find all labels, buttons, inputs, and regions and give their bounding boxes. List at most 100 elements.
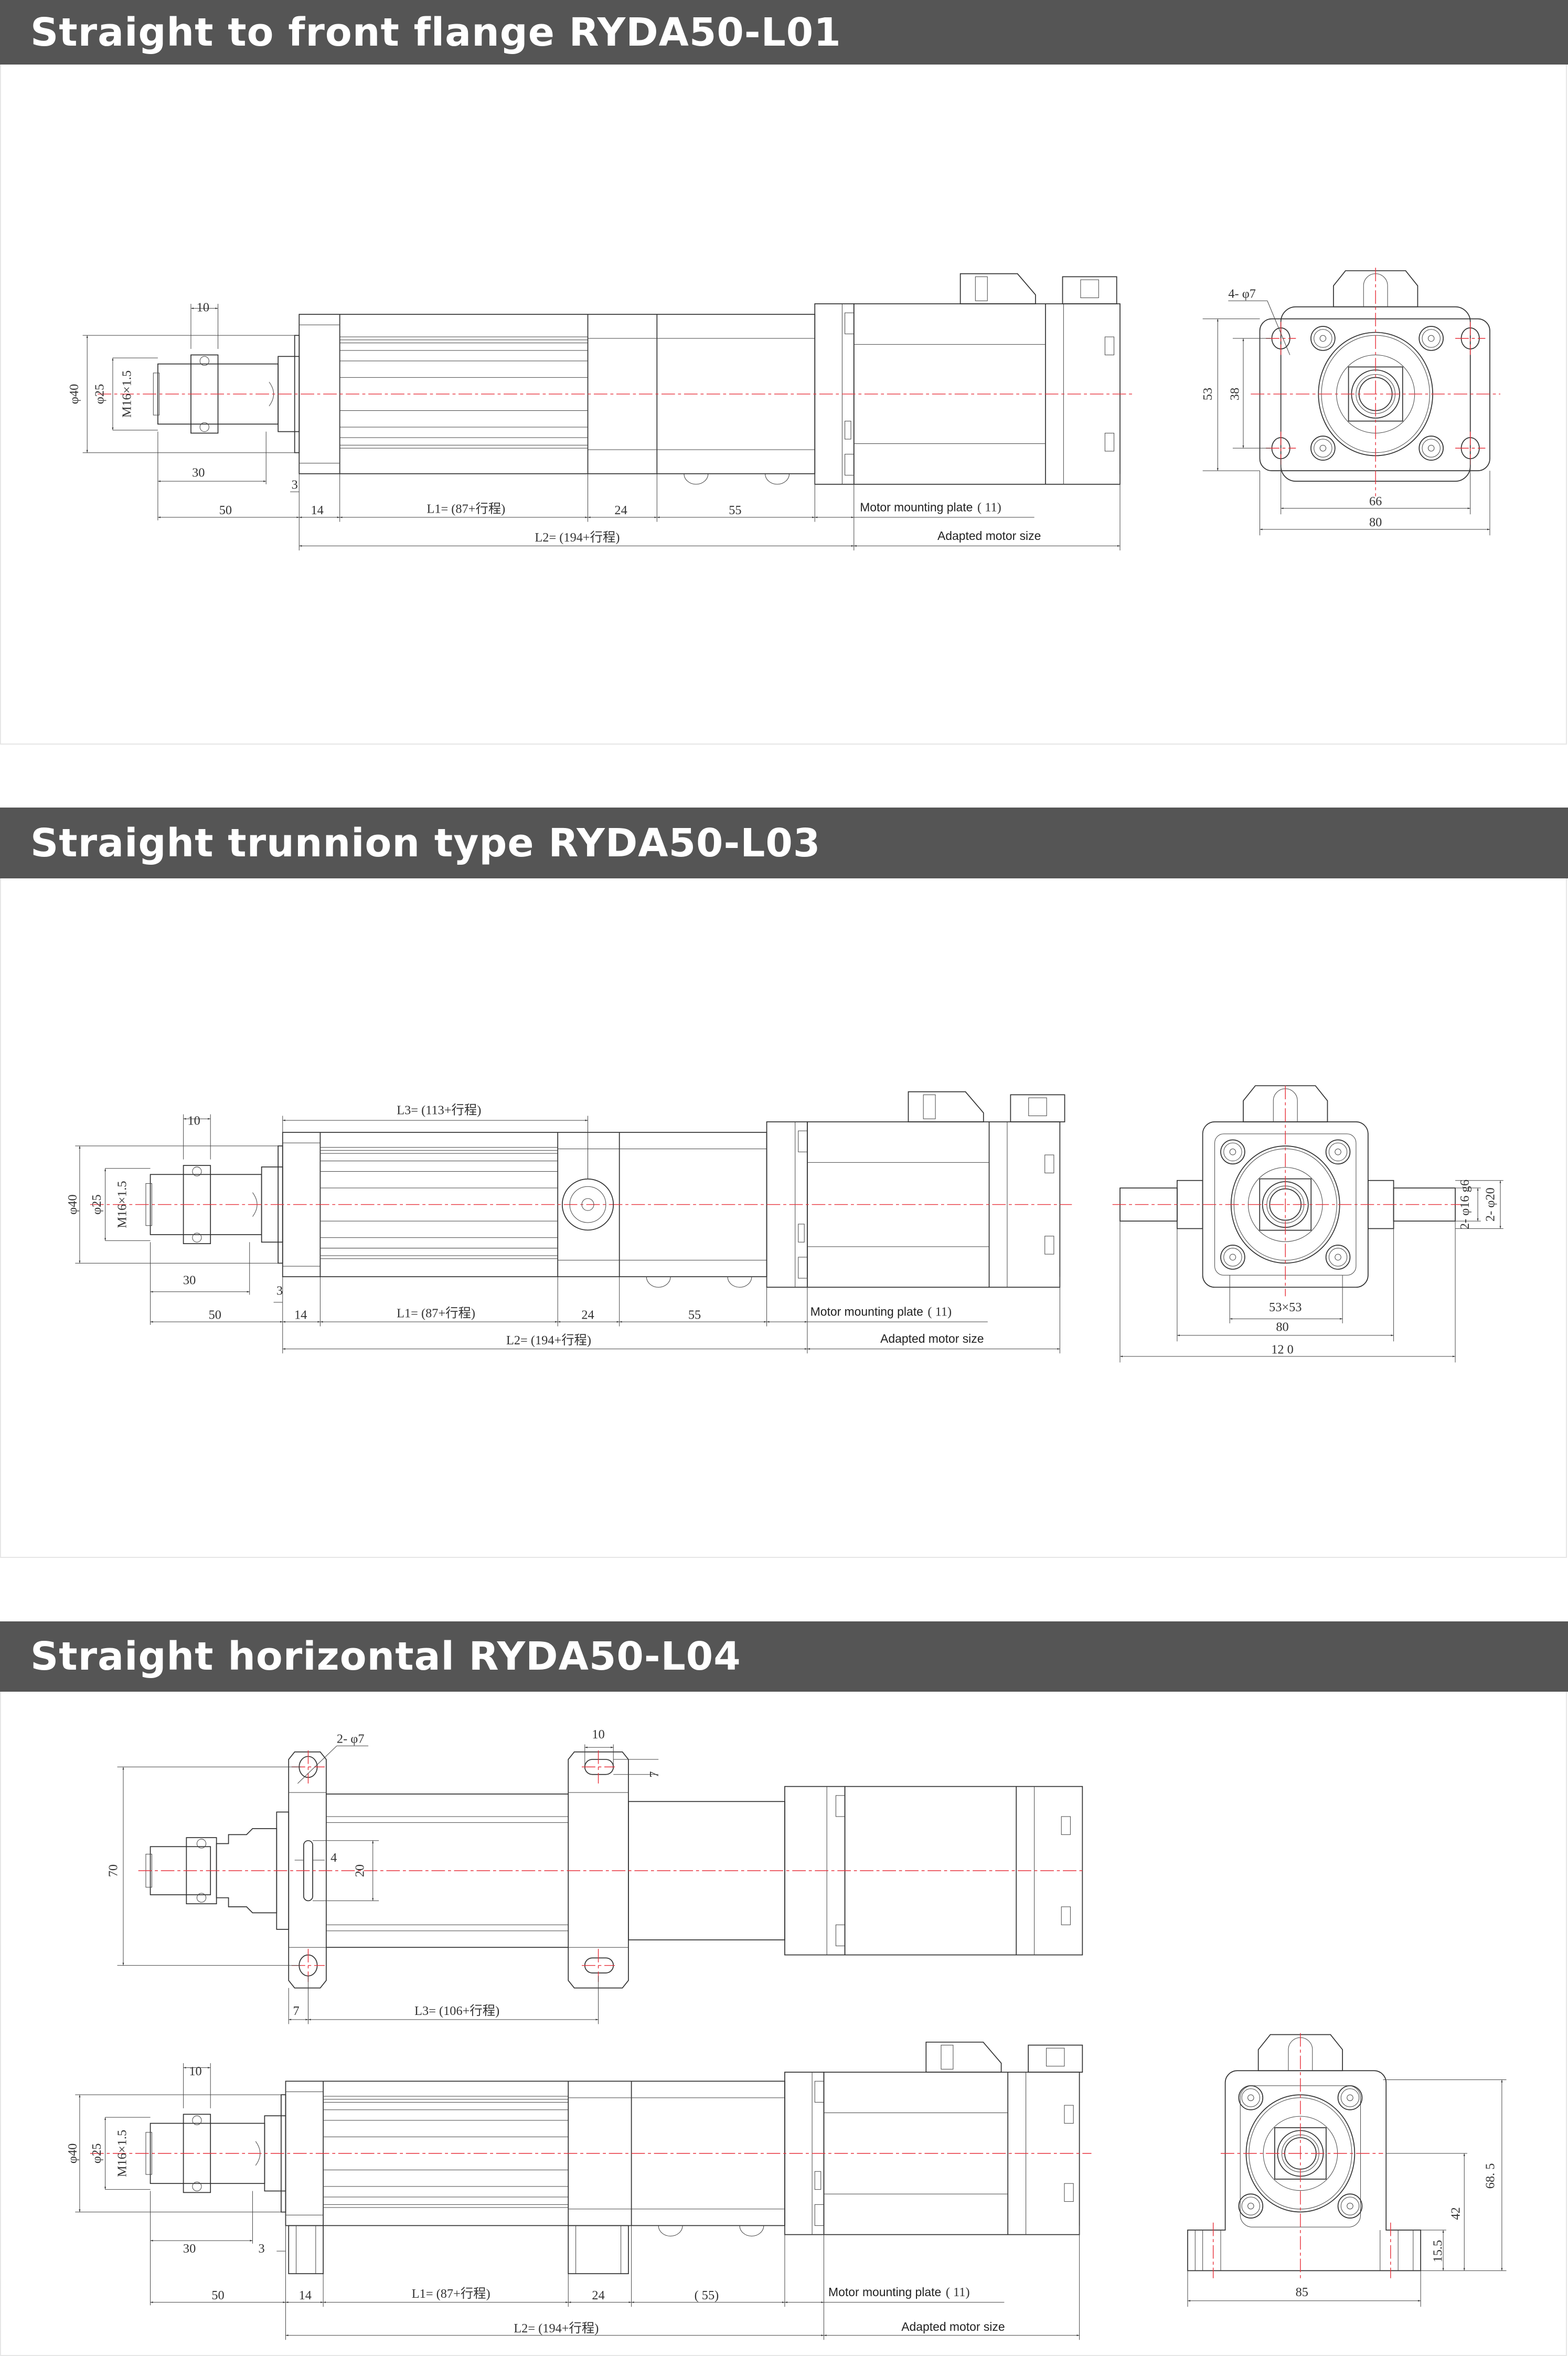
- dim-55: ( 55): [695, 2288, 719, 2302]
- dim-14: 14: [311, 503, 324, 517]
- dim-phi40: φ40: [67, 384, 81, 404]
- dim-10: 10: [188, 1114, 200, 1128]
- screw-recess: [1328, 1142, 1348, 1161]
- dim-thread: M16×1.5: [120, 370, 134, 418]
- dim-15-5: 15.5: [1431, 2240, 1445, 2263]
- screw-head: [1220, 1139, 1245, 1165]
- section-title: Straight horizontal RYDA50-L04: [30, 1634, 741, 1679]
- screw-center: [1427, 335, 1435, 342]
- screw-center: [1319, 444, 1327, 452]
- dim-phi25: φ25: [90, 2143, 104, 2163]
- dim-l2: L2= (194+行程): [506, 1333, 591, 1347]
- dim-42: 42: [1449, 2207, 1463, 2220]
- section-header-l04: Straight horizontal RYDA50-L04: [0, 1621, 1568, 1692]
- connector-latch: [1028, 1097, 1047, 1117]
- plate-screw: [835, 1795, 846, 1817]
- screw-head: [1238, 2085, 1264, 2110]
- dim-phi25: φ25: [90, 1194, 104, 1214]
- connector-latch: [941, 2045, 954, 2070]
- l03-side-view-labels: L3= (113+行程) 10 φ40 φ25 M16×1.5 30 3 50 …: [66, 1103, 984, 1347]
- dim-4: 4: [330, 1851, 337, 1865]
- dim-10: 10: [592, 1727, 604, 1742]
- screw-recess: [1328, 1248, 1348, 1267]
- screw-center: [1347, 2094, 1353, 2102]
- dim-7-slot: 7: [647, 1771, 662, 1778]
- sensor-bumps: [684, 473, 790, 485]
- screw-head: [1220, 1245, 1245, 1270]
- encoder-connector: [1062, 276, 1117, 304]
- section-title: Straight trunnion type RYDA50-L03: [30, 820, 821, 866]
- dim-50: 50: [211, 2288, 224, 2302]
- plate-screw: [798, 1257, 808, 1279]
- motor-connector: [908, 1091, 984, 1122]
- connector-latch: [923, 1094, 936, 1119]
- dim-7-edge: 7: [293, 2004, 299, 2018]
- drawing-panel-l04: [0, 1692, 1567, 2356]
- screw-recess: [1340, 2088, 1360, 2107]
- screw-head: [1310, 436, 1336, 461]
- screw-recess: [1314, 439, 1332, 458]
- screw-center: [1335, 1149, 1341, 1155]
- connector-latch: [1046, 2047, 1065, 2067]
- l04-top-view: [117, 1744, 1086, 2024]
- screw-center: [1247, 2202, 1254, 2210]
- dim-80: 80: [1369, 515, 1382, 529]
- screw-head: [1325, 1245, 1351, 1270]
- dim-20: 20: [353, 1864, 367, 1877]
- drawing-panel-l01: [0, 65, 1567, 745]
- dim-3: 3: [276, 1284, 283, 1298]
- l04-side-view: [75, 2041, 1092, 2340]
- motor-detail: [1044, 1154, 1054, 1173]
- dim-30: 30: [183, 1273, 196, 1287]
- section-header-l01: Straight to front flange RYDA50-L01: [0, 0, 1568, 65]
- plate-screw: [814, 2171, 822, 2190]
- dim-80: 80: [1276, 1320, 1288, 1334]
- screw-center: [1247, 2094, 1254, 2102]
- screw-head: [1238, 2193, 1264, 2219]
- plate-screw: [845, 454, 855, 476]
- dim-53x53: 53×53: [1269, 1300, 1302, 1314]
- dim-68-5: 68. 5: [1484, 2163, 1498, 2189]
- dim-holes: 4- φ7: [1228, 287, 1256, 301]
- nut-hole: [192, 2181, 202, 2192]
- drawing-geometry: [75, 268, 1507, 2340]
- dim-phi25: φ25: [93, 384, 107, 404]
- l01-side-view-labels: 10 φ40 φ25 M16×1.5 30 3 50 14 L1= (87+行程…: [67, 300, 1041, 544]
- l01-end-view: [1202, 268, 1501, 536]
- dim-24: 24: [592, 2288, 604, 2302]
- dim-50: 50: [209, 1308, 221, 1322]
- connector-end-view: [1257, 2034, 1343, 2072]
- dim-38: 38: [1228, 388, 1242, 400]
- connector-latch: [1080, 279, 1099, 299]
- adapted-motor-size-label: Adapted motor size: [937, 529, 1041, 543]
- plate-screw: [798, 1224, 805, 1243]
- screw-center: [1347, 2202, 1353, 2210]
- screw-center: [1427, 444, 1435, 452]
- dim-55: 55: [688, 1308, 701, 1322]
- motor-detail: [1104, 336, 1115, 355]
- screw-head: [1310, 326, 1336, 351]
- screw-recess: [1241, 2088, 1261, 2107]
- dim-l1: L1= (87+行程): [412, 2287, 490, 2301]
- screw-center: [1335, 1254, 1341, 1261]
- plate-screw: [845, 421, 851, 440]
- dim-14: 14: [299, 2288, 312, 2302]
- dim-holes: 2- φ7: [337, 1732, 365, 1746]
- front-flange-plate: [1259, 318, 1490, 471]
- dim-10: 10: [197, 300, 209, 314]
- screw-recess: [1223, 1248, 1242, 1267]
- dim-66: 66: [1369, 494, 1382, 508]
- l04-side-view-labels: 10 φ40 φ25 M16×1.5 30 3 50 14 L1= (87+行程…: [66, 2064, 1005, 2336]
- screw-recess: [1241, 2196, 1261, 2215]
- screw-head: [1418, 436, 1444, 461]
- dim-10: 10: [189, 2064, 201, 2078]
- l01-side-view: [82, 273, 1132, 550]
- dim-70: 70: [106, 1864, 121, 1877]
- motor-detail: [1061, 1816, 1071, 1835]
- nut-hole: [192, 2115, 202, 2125]
- nut-hole: [199, 422, 209, 432]
- section-header-l03: Straight trunnion type RYDA50-L03: [0, 808, 1568, 878]
- dim-l1: L1= (87+行程): [397, 1307, 475, 1321]
- dim-3: 3: [292, 477, 298, 492]
